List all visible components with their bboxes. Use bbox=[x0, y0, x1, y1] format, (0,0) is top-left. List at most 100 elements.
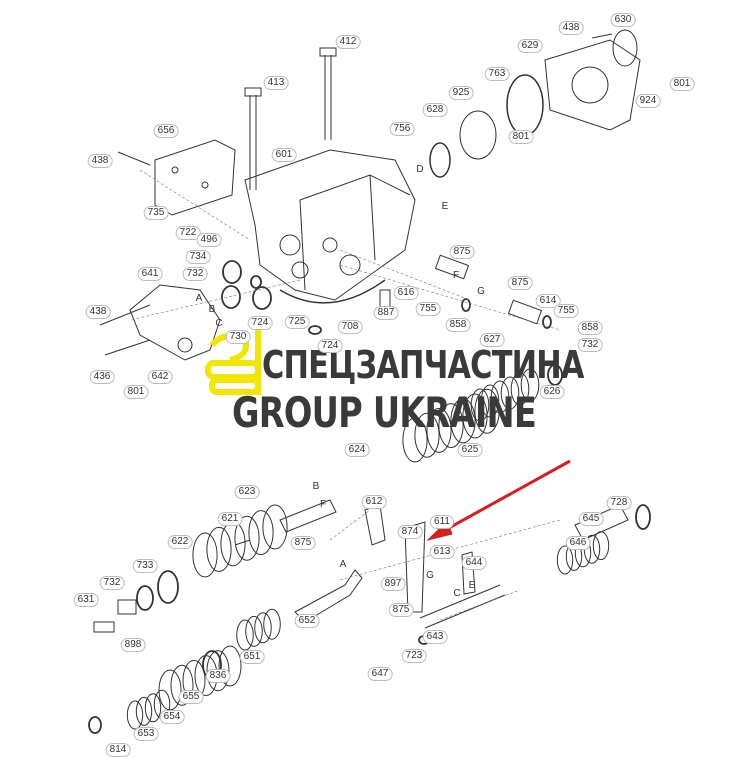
part-number-label: 624 bbox=[344, 443, 370, 457]
bolts bbox=[99, 33, 613, 356]
part-number-label: 858 bbox=[445, 318, 471, 332]
part-number-label: 652 bbox=[294, 614, 320, 628]
spring-coil bbox=[556, 545, 574, 575]
spring-coil bbox=[426, 407, 452, 453]
part-number-label: 601 bbox=[271, 148, 297, 162]
connection-letter: E bbox=[441, 201, 449, 212]
part-number-label: 708 bbox=[337, 320, 363, 334]
part-number-label: 735 bbox=[143, 206, 169, 220]
spring-coil bbox=[414, 412, 440, 458]
spring-coil bbox=[262, 504, 288, 550]
spools-and-springs bbox=[126, 368, 629, 730]
spring-coil bbox=[500, 376, 520, 410]
spring-coil bbox=[438, 403, 464, 449]
spring-coil bbox=[480, 384, 500, 418]
connection-letter: G bbox=[477, 286, 485, 297]
part-number-label: 616 bbox=[393, 286, 419, 300]
part-number-label: 651 bbox=[239, 650, 265, 664]
part-number-label: 875 bbox=[507, 276, 533, 290]
connection-letter: B bbox=[312, 481, 320, 492]
part-number-label: 730 bbox=[225, 330, 251, 344]
part-number-label: 627 bbox=[479, 333, 505, 347]
part-number-label: 732 bbox=[182, 267, 208, 281]
spring-coil bbox=[402, 417, 428, 463]
connection-letter: G bbox=[426, 570, 434, 581]
part-number-label: 801 bbox=[123, 385, 149, 399]
part-number-label: 621 bbox=[217, 512, 243, 526]
part-number-label: 722 bbox=[175, 226, 201, 240]
connection-letter: D bbox=[416, 164, 424, 175]
spring-coil bbox=[245, 615, 263, 647]
connection-letter: A bbox=[339, 559, 347, 570]
part-number-label: 897 bbox=[380, 577, 406, 591]
part-number-label: 644 bbox=[461, 556, 487, 570]
spring-coil bbox=[470, 388, 490, 422]
part-number-label: 875 bbox=[290, 536, 316, 550]
spring-coil bbox=[254, 612, 272, 644]
spring-coil bbox=[135, 696, 153, 726]
part-number-label: 755 bbox=[553, 304, 579, 318]
watermark-line1: СПЕЦЗАПЧАСТИНА bbox=[262, 343, 584, 387]
spring-coil bbox=[510, 372, 530, 406]
part-number-label: 925 bbox=[448, 86, 474, 100]
part-number-label: 438 bbox=[85, 305, 111, 319]
part-number-label: 612 bbox=[361, 495, 387, 509]
spring-coil bbox=[592, 531, 610, 561]
part-number-label: 438 bbox=[87, 154, 113, 168]
part-number-label: 646 bbox=[565, 536, 591, 550]
part-number-label: 755 bbox=[415, 302, 441, 316]
cover-plate-656 bbox=[154, 139, 236, 216]
part-number-label: 875 bbox=[388, 603, 414, 617]
part-number-label: 734 bbox=[185, 250, 211, 264]
part-number-label: 875 bbox=[449, 245, 475, 259]
part-number-label: 622 bbox=[167, 535, 193, 549]
spring-coil bbox=[220, 521, 246, 567]
spring-coil bbox=[474, 388, 500, 434]
part-number-label: 724 bbox=[247, 316, 273, 330]
connection-letter: C bbox=[453, 588, 461, 599]
part-number-label: 626 bbox=[539, 385, 565, 399]
part-number-label: 623 bbox=[234, 485, 260, 499]
part-number-label: 874 bbox=[397, 525, 423, 539]
cover-641 bbox=[129, 284, 221, 361]
part-number-label: 630 bbox=[610, 13, 636, 27]
part-number-label: 496 bbox=[196, 233, 222, 247]
part-number-label: 887 bbox=[373, 306, 399, 320]
part-number-label: 611 bbox=[430, 515, 454, 529]
part-number-label: 653 bbox=[133, 727, 159, 741]
connection-letter: F bbox=[319, 499, 327, 510]
part-number-label: 725 bbox=[284, 315, 310, 329]
watermark-line2: GROUP UKRAINE bbox=[232, 388, 537, 437]
part-number-label: 647 bbox=[367, 667, 393, 681]
part-number-label: 814 bbox=[105, 743, 131, 757]
connection-letter: A bbox=[195, 293, 203, 304]
part-number-label: 756 bbox=[389, 122, 415, 136]
part-number-label: 724 bbox=[317, 339, 343, 353]
part-number-label: 614 bbox=[535, 294, 561, 308]
spring-coil bbox=[450, 398, 476, 444]
spring-coil bbox=[206, 526, 232, 572]
part-number-label: 656 bbox=[153, 124, 179, 138]
part-number-label: 643 bbox=[422, 630, 448, 644]
spring-coil bbox=[263, 608, 281, 640]
part-number-label: 438 bbox=[558, 21, 584, 35]
connection-letter: E bbox=[468, 580, 476, 591]
leader-lines bbox=[129, 169, 561, 621]
part-number-label: 801 bbox=[508, 130, 534, 144]
part-number-label: 625 bbox=[457, 443, 483, 457]
spring-coil bbox=[170, 664, 194, 706]
part-number-label: 629 bbox=[517, 39, 543, 53]
connection-letter: C bbox=[215, 318, 223, 329]
part-number-label: 898 bbox=[120, 638, 146, 652]
spring-coil bbox=[144, 693, 162, 723]
spring-coil bbox=[218, 645, 242, 687]
spring-coil bbox=[248, 510, 274, 556]
part-number-label: 645 bbox=[578, 512, 604, 526]
part-number-label: 412 bbox=[335, 35, 361, 49]
spring-coil bbox=[192, 532, 218, 578]
spring-coil bbox=[490, 380, 510, 414]
spring-coil bbox=[234, 515, 260, 561]
part-number-label: 613 bbox=[429, 545, 455, 559]
part-number-label: 728 bbox=[606, 496, 632, 510]
